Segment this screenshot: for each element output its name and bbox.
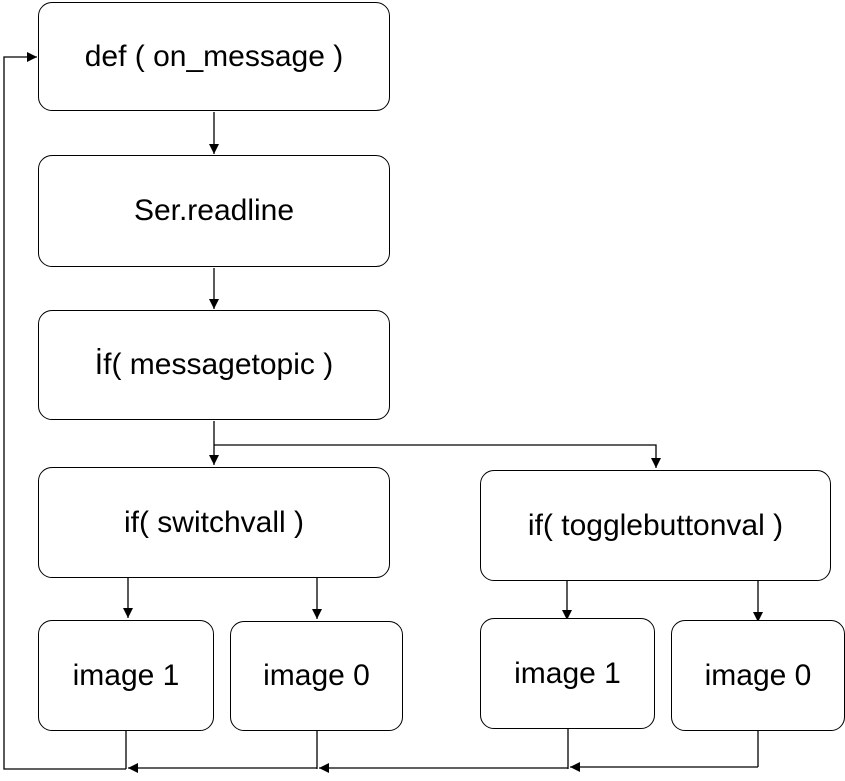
if-switchvall-label: if( switchvall )	[123, 505, 304, 539]
if-togglebuttonval-label: if( togglebuttonval )	[527, 508, 784, 542]
loop-back-to-def	[3, 52, 126, 770]
if-messagetopic-label: İf( messagetopic )	[94, 348, 334, 381]
def-on-message-box: def ( on_message )	[38, 2, 390, 111]
switch-image-0-box: image 0	[230, 621, 403, 731]
if-messagetopic-box: İf( messagetopic )	[38, 310, 390, 420]
def-on-message-label: def ( on_message )	[84, 39, 344, 73]
switch-image-1-box: image 1	[38, 620, 214, 731]
ser-readline-label: Ser.readline	[133, 194, 295, 227]
ser-readline-box: Ser.readline	[38, 155, 390, 267]
if-switchvall-box: if( switchvall )	[38, 467, 390, 578]
switch-image-1-label: image 1	[72, 658, 180, 692]
toggle-image-0-label: image 0	[704, 658, 812, 692]
toggle-image-1-label: image 1	[514, 656, 621, 690]
arrow-topic-to-toggle	[214, 444, 661, 468]
toggle-image-0-box: image 0	[671, 620, 845, 731]
switch-image-0-label: image 0	[263, 659, 370, 692]
if-togglebuttonval-box: if( togglebuttonval )	[480, 470, 831, 581]
toggle-image-1-box: image 1	[480, 618, 655, 729]
